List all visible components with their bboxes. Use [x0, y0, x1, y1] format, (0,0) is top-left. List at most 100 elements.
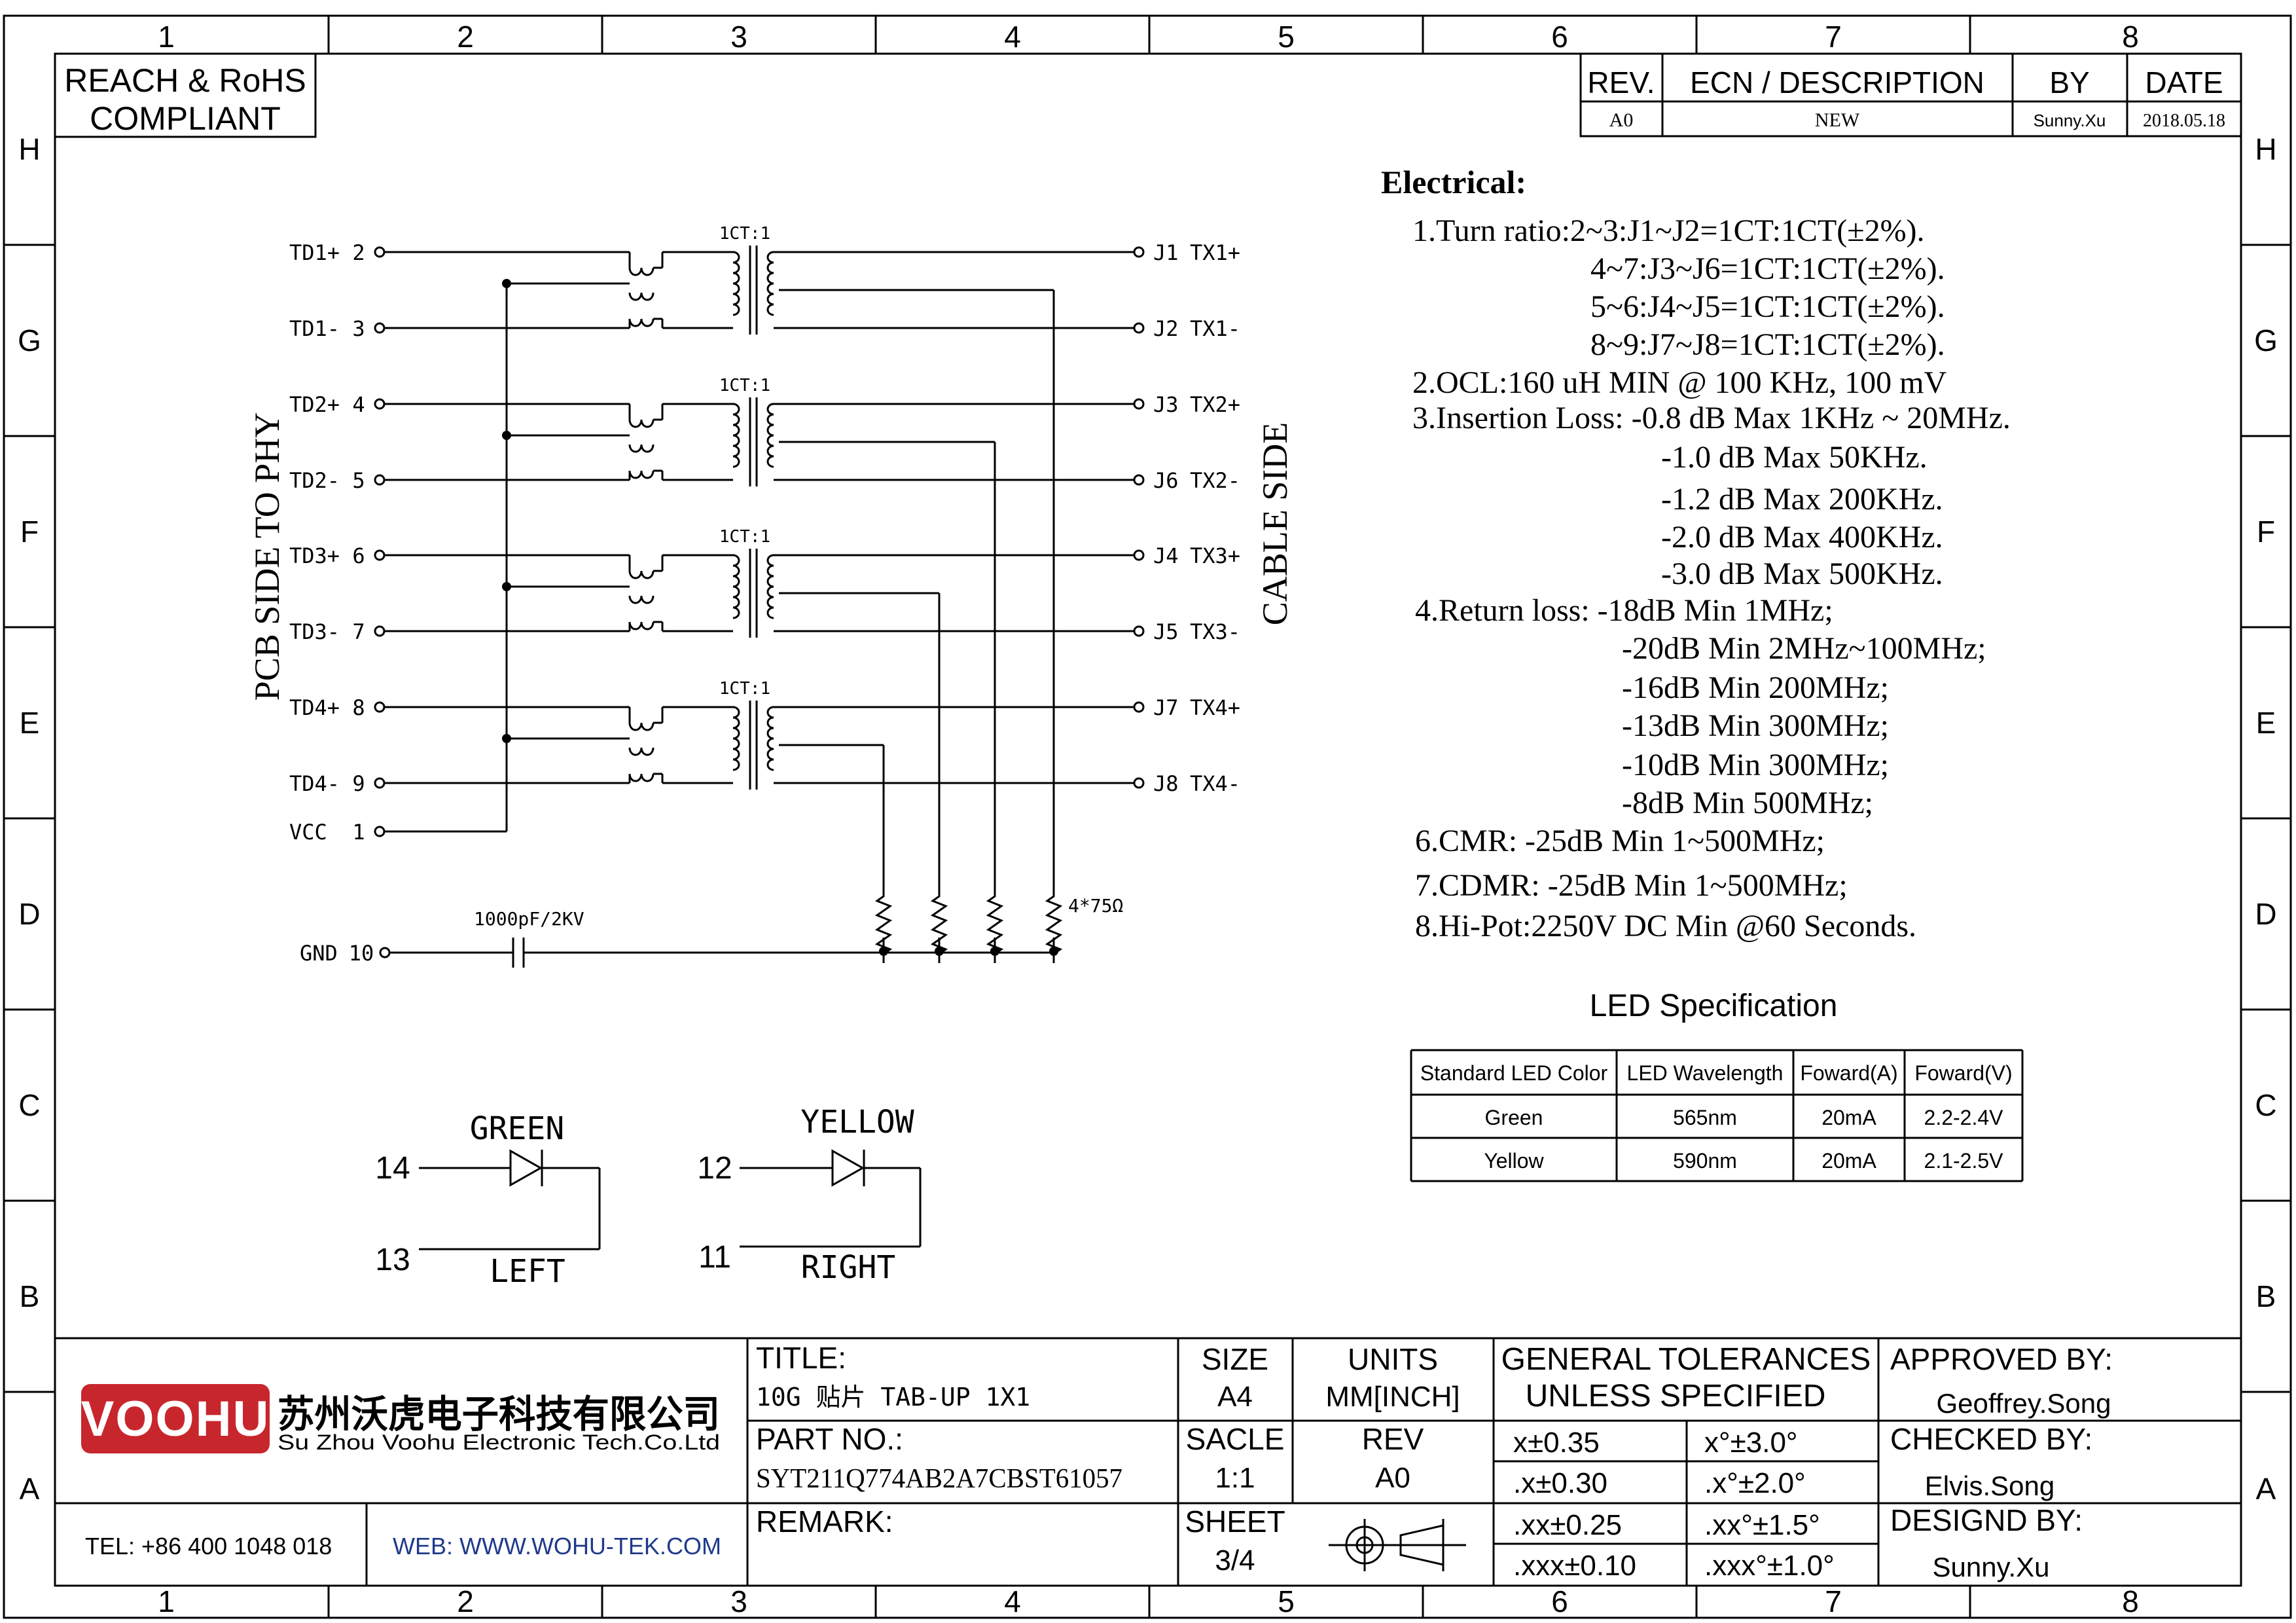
choke-winding [628, 595, 655, 604]
pin-terminal [374, 398, 386, 410]
electrical-spec-line: 2.OCL:160 uH MIN @ 100 KHz, 100 mV [1412, 365, 1947, 400]
led-table-header: LED Wavelength [1627, 1061, 1784, 1085]
transformer-schematic [374, 246, 1145, 968]
left-pin-label: TD3- [289, 619, 340, 644]
by-header: BY [2049, 65, 2089, 100]
zone-row-right: G [2254, 323, 2278, 357]
electrical-spec-line: -2.0 dB Max 400KHz. [1661, 520, 1943, 555]
tolerance-linear: x±0.35 [1513, 1427, 1600, 1459]
gnd-pin-number: 10 [349, 941, 374, 966]
led-table-cell: 590nm [1673, 1149, 1737, 1173]
transformer-winding [766, 403, 774, 468]
zone-col-top: 2 [457, 20, 474, 54]
rev-value: A0 [1609, 109, 1634, 131]
led-table-cell: 20mA [1821, 1149, 1876, 1173]
left-pin-number: 2 [352, 240, 365, 265]
pin-terminal [374, 826, 386, 837]
electrical-spec-line: -8dB Min 500MHz; [1622, 786, 1873, 820]
left-pin-number: 6 [352, 543, 365, 568]
tolerance-linear: .xx±0.25 [1513, 1509, 1622, 1541]
zone-col-bottom: 3 [730, 1584, 747, 1618]
right-pin-number: J1 [1153, 240, 1179, 265]
projection-symbol [1329, 1519, 1466, 1571]
transformer-ratio: 1CT:1 [719, 527, 770, 547]
zone-col-bottom: 6 [1551, 1584, 1568, 1618]
remark-label: REMARK: [756, 1504, 893, 1539]
junction-dot [879, 947, 888, 956]
units-label: UNITS [1348, 1342, 1438, 1376]
zone-row-left: D [18, 897, 40, 931]
right-pin-number: J6 [1153, 468, 1179, 493]
zone-row-right: H [2255, 132, 2276, 166]
choke-winding [628, 318, 655, 327]
company-name-cn: 苏州沃虎电子科技有限公司 [278, 1393, 720, 1436]
right-pin-number: J5 [1153, 619, 1179, 644]
led-table-header: Foward(A) [1800, 1061, 1897, 1085]
ecn-value: NEW [1815, 109, 1860, 131]
right-pin-number: J2 [1153, 316, 1179, 341]
right-pin-number: J4 [1153, 543, 1179, 568]
zone-col-top: 4 [1004, 20, 1021, 54]
led-spec-table: Standard LED Color LED Wavelength Foward(A… [1410, 1049, 2024, 1182]
choke-winding [628, 470, 655, 479]
pin-terminal [374, 474, 386, 486]
title-value: 10G 贴片 TAB-UP 1X1 [756, 1383, 1030, 1412]
tolerance-angular: .xx°±1.5° [1704, 1509, 1820, 1541]
tolerance-linear: .x±0.30 [1513, 1467, 1607, 1499]
title-block: VOOHU 苏州沃虎电子科技有限公司 Su Zhou Voohu Electro… [55, 1337, 2241, 1586]
part-value: SYT211Q774AB2A7CBST61057 [756, 1464, 1122, 1494]
logo-text: VOOHU [81, 1391, 270, 1447]
approved-label: APPROVED BY: [1890, 1342, 2113, 1376]
electrical-spec-line: -13dB Min 300MHz; [1622, 708, 1889, 743]
rev-label: REV [1362, 1422, 1424, 1456]
led-color-label: GREEN [470, 1110, 565, 1147]
left-pin-label: TD4+ [289, 695, 340, 720]
zone-row-left: H [18, 132, 40, 166]
zone-col-top: 5 [1278, 20, 1295, 54]
transformer-winding [766, 706, 774, 771]
pin-terminal [1133, 474, 1145, 486]
pin-terminal [374, 246, 386, 258]
sheet-label: SHEET [1185, 1504, 1285, 1539]
rev-value-tb: A0 [1375, 1462, 1410, 1494]
electrical-spec-line: 6.CMR: -25dB Min 1~500MHz; [1415, 824, 1825, 858]
zone-row-right: E [2256, 706, 2276, 740]
zone-row-left: A [20, 1472, 40, 1506]
left-pin-number: 9 [352, 771, 365, 796]
left-pin-label: TD4- [289, 771, 340, 796]
right-pin-label: TX3- [1190, 619, 1240, 644]
electrical-spec-line: -10dB Min 300MHz; [1622, 748, 1889, 782]
pin-terminal [379, 947, 391, 958]
pin-terminal [374, 625, 386, 637]
electrical-spec-line: 4.Return loss: -18dB Min 1MHz; [1415, 593, 1833, 628]
led-table-cell: 2.2-2.4V [1924, 1106, 2004, 1129]
vcc-label: VCC [289, 820, 327, 845]
zone-col-bottom: 2 [457, 1584, 474, 1618]
tolerance-title-2: UNLESS SPECIFIED [1526, 1379, 1826, 1413]
transformer-winding [732, 403, 740, 468]
tolerance-angular: x°±3.0° [1704, 1427, 1798, 1459]
scale-value: 1:1 [1215, 1462, 1255, 1494]
transformer-ratio: 1CT:1 [719, 376, 770, 395]
scale-label: SACLE [1186, 1422, 1285, 1456]
zone-col-bottom: 4 [1004, 1584, 1021, 1618]
zone-row-left: E [20, 706, 40, 740]
zone-row-left: C [18, 1088, 40, 1122]
ecn-header: ECN / DESCRIPTION [1690, 65, 1984, 100]
junction-dot [935, 947, 944, 956]
zone-col-top: 6 [1551, 20, 1568, 54]
zone-row-right: B [2256, 1279, 2276, 1313]
led-table-header: Standard LED Color [1420, 1061, 1608, 1085]
gnd-label: GND [300, 941, 338, 966]
compliance-line-2: COMPLIANT [90, 100, 281, 137]
zone-col-bottom: 5 [1278, 1584, 1295, 1618]
junction-dot [990, 947, 999, 956]
transformer-winding [732, 706, 740, 771]
cable-side-label: CABLE SIDE [1255, 422, 1295, 626]
part-label: PART NO.: [756, 1422, 903, 1456]
right-pin-label: TX1- [1190, 316, 1240, 341]
tolerance-title-1: GENERAL TOLERANCES [1501, 1342, 1871, 1377]
checked-label: CHECKED BY: [1890, 1422, 2092, 1456]
